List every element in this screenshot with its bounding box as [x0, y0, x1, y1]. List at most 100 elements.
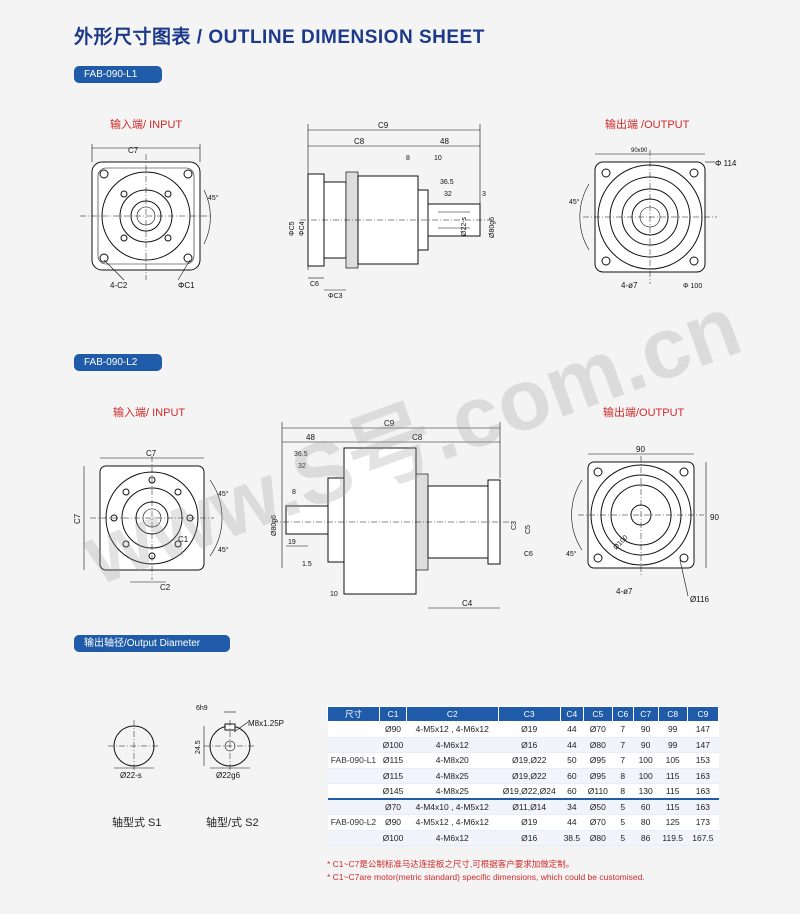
cell-c7: 130 — [633, 783, 659, 800]
cell-c4: 60 — [560, 768, 584, 784]
cell-c6: 5 — [612, 830, 634, 846]
cell-c7: 100 — [633, 752, 659, 769]
dim-4-d7-l2: 4-ø7 — [616, 587, 633, 596]
cell-c1: Ø90 — [379, 814, 407, 831]
cell-c2: 4-M5x12 , 4-M6x12 — [406, 721, 499, 738]
cell-model — [327, 721, 380, 738]
cell-c3: Ø16 — [498, 830, 561, 846]
dim-4-c2: 4-C2 — [110, 281, 128, 290]
dim-36-5-l2: 36.5 — [294, 451, 308, 458]
cell-c1: Ø90 — [379, 721, 407, 738]
dim-phi-114: Φ 114 — [715, 159, 737, 168]
dim-45: 45° — [208, 194, 219, 202]
cell-c1: Ø100 — [379, 737, 407, 753]
cell-c8: 115 — [658, 798, 688, 815]
cell-c6: 5 — [612, 798, 634, 815]
cell-c2: 4-M8x25 — [406, 768, 499, 784]
shaft-s2-drawing: 6h9 M8x1.25P 24.5 Ø22g6 — [195, 705, 284, 780]
cell-c8: 125 — [658, 814, 688, 831]
cell-c8: 99 — [658, 737, 688, 753]
l1-output-label: 输出端 /OUTPUT — [605, 119, 690, 131]
cell-c8: 119.5 — [658, 830, 688, 846]
cell-c8: 105 — [658, 752, 688, 769]
cell-c2: 4-M6x12 — [406, 830, 499, 846]
dim-phi-c1: ΦC1 — [178, 281, 195, 290]
table-row: Ø70 4-M4x10 , 4-M5x12 Ø11,Ø14 34 Ø50 5 6… — [327, 798, 719, 815]
cell-c7: 80 — [633, 814, 659, 831]
dim-d116: Ø116 — [690, 595, 710, 604]
dim-c7: C7 — [128, 146, 139, 155]
dim-c8: C8 — [354, 137, 365, 146]
cell-c3: Ø19 — [498, 721, 561, 738]
dim-phi-c4: ΦC4 — [299, 221, 306, 236]
dim-d80-l2: Ø80g6 — [271, 515, 278, 536]
cell-c3: Ø16 — [498, 737, 561, 753]
cell-model — [327, 768, 380, 784]
header-c3: C3 — [497, 706, 561, 722]
l2-output-label: 输出端/OUTPUT — [603, 407, 685, 419]
header-c5: C5 — [582, 706, 613, 722]
cell-c4: 44 — [560, 814, 584, 831]
cell-model: FAB-090-L2 — [327, 814, 380, 831]
cell-c5: Ø50 — [583, 798, 613, 815]
cell-c9: 163 — [687, 798, 719, 815]
table-row: FAB-090-L2 Ø90 4-M5x12 , 4-M6x12 Ø19 44 … — [327, 814, 719, 831]
cell-c9: 147 — [687, 721, 719, 738]
cell-c3: Ø19,Ø22 — [498, 768, 561, 784]
l2-input-view: C7 C7 45° 45° C1 C2 — [73, 449, 229, 592]
cell-c7: 60 — [633, 798, 659, 815]
dim-45-out-l2: 45° — [566, 550, 577, 558]
cell-c9: 153 — [687, 752, 719, 769]
section-tag-output-diameter: 输出轴径/Output Diameter — [74, 635, 230, 652]
dim-tap-m8: M8x1.25P — [248, 719, 284, 728]
cell-c2: 4-M4x10 , 4-M5x12 — [406, 798, 499, 815]
dim-key-6h9: 6h9 — [196, 705, 208, 712]
cell-model — [327, 737, 380, 753]
cell-c9: 167.5 — [687, 830, 719, 846]
dim-c2: C2 — [160, 583, 171, 592]
cell-c2: 4-M8x25 — [406, 783, 499, 800]
dim-shaft-d22-s: Ø22-s — [120, 771, 142, 780]
footnote-cn: * C1~C7是公制标准马达连接板之尺寸,可根据客户要求加做定制。 — [327, 859, 575, 869]
dim-c8-l2: C8 — [412, 433, 423, 442]
dim-90-width: 90 — [636, 445, 645, 454]
dim-c1: C1 — [178, 535, 189, 544]
dim-90-height: 90 — [710, 513, 719, 522]
dim-c6: C6 — [310, 281, 319, 288]
l1-side-view: C9 C8 48 8 10 36.5 32 3 ΦC5 ΦC4 Ø22-s Ø8… — [289, 121, 496, 300]
cell-c2: 4-M8x20 — [406, 752, 499, 769]
dim-shaft-d22g6: Ø22g6 — [216, 771, 241, 780]
cell-c4: 50 — [560, 752, 584, 769]
dim-c7-top: C7 — [146, 449, 157, 458]
dim-1-5: 1.5 — [302, 561, 312, 568]
dim-45-out: 45° — [569, 198, 580, 206]
dim-c3-l2: C3 — [511, 521, 518, 530]
cell-c4: 44 — [560, 737, 584, 753]
dim-90x90: 90x90 — [631, 148, 648, 154]
table-row: Ø90 4-M5x12 , 4-M6x12 Ø19 44 Ø70 7 90 99… — [327, 721, 719, 738]
cell-c9: 173 — [687, 814, 719, 831]
cell-c8: 115 — [658, 768, 688, 784]
cell-c7: 90 — [633, 737, 659, 753]
header-c8: C8 — [657, 706, 688, 722]
dim-10-l2: 10 — [330, 591, 338, 598]
dim-24-5: 24.5 — [195, 740, 202, 754]
dim-c6-l2: C6 — [524, 551, 533, 558]
cell-model — [327, 798, 380, 815]
table-row: Ø115 4-M8x25 Ø19,Ø22 60 Ø95 8 100 115 16… — [327, 768, 719, 784]
header-c2: C2 — [406, 706, 499, 722]
dim-c7-side: C7 — [73, 513, 82, 524]
cell-c3: Ø19 — [498, 814, 561, 831]
dim-45-a: 45° — [218, 490, 229, 498]
dim-32-l2: 32 — [298, 463, 306, 470]
dim-d80: Ø80g6 — [489, 217, 496, 238]
cell-c5: Ø70 — [583, 814, 613, 831]
cell-c2: 4-M5x12 , 4-M6x12 — [406, 814, 499, 831]
dim-8-l2: 8 — [292, 489, 296, 496]
cell-c1: Ø70 — [379, 798, 407, 815]
cell-c6: 7 — [612, 737, 634, 753]
l2-side-view: C9 48 C8 36.5 32 8 Ø80g6 19 1.5 10 C3 C5… — [271, 419, 533, 609]
shaft-type-s2-label: 轴型/式 S2 — [206, 817, 259, 829]
cell-c4: 60 — [560, 783, 584, 800]
l1-input-view: C7 45° 4-C2 ΦC1 — [80, 144, 219, 290]
